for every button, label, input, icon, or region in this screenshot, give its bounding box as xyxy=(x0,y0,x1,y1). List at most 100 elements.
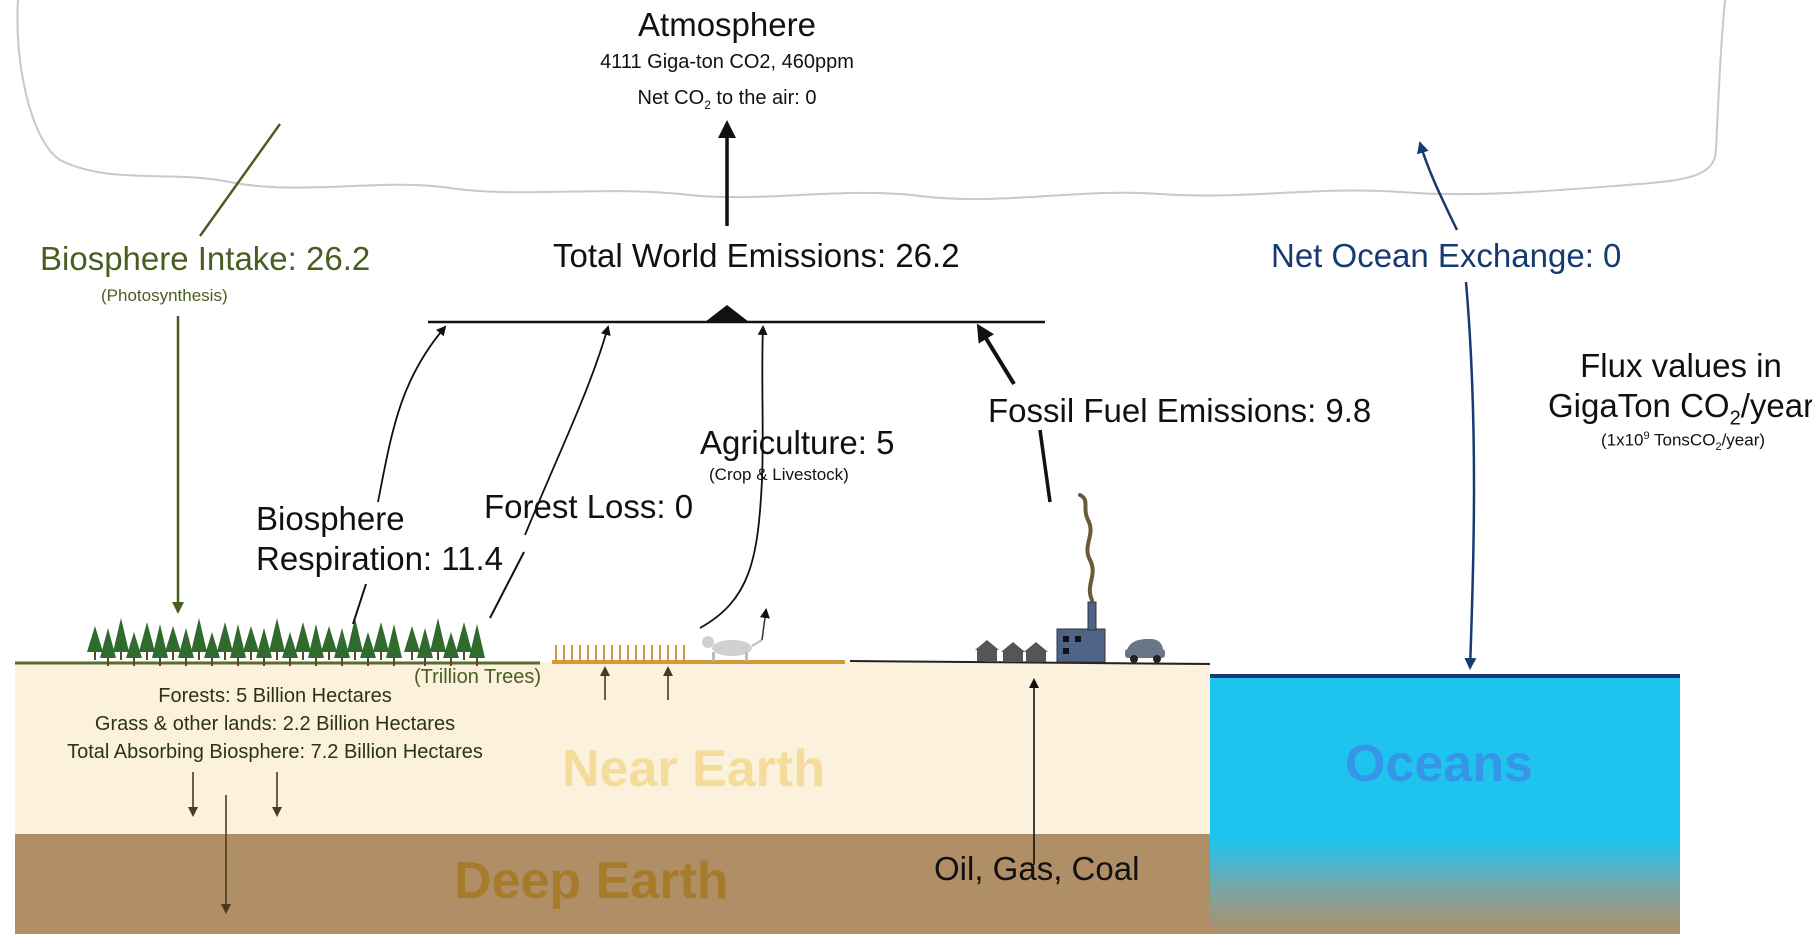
ocean-exchange-arrow-down xyxy=(1464,281,1477,670)
tree-trunk xyxy=(263,658,265,666)
net-ocean-exchange-label: Net Ocean Exchange: 0 xyxy=(1271,237,1622,274)
tree-trunk xyxy=(424,658,426,666)
tree xyxy=(178,628,194,658)
tree-trunk xyxy=(463,652,465,660)
tree-trunk xyxy=(450,658,452,666)
biosphere-intake-label: Biosphere Intake: 26.2 xyxy=(40,240,371,277)
near-earth-label: Near Earth xyxy=(562,740,825,798)
tree-trunk xyxy=(315,658,317,666)
tree xyxy=(443,632,459,658)
tree-trunk xyxy=(367,658,369,666)
tree-trunk xyxy=(133,658,135,666)
agriculture-label: Agriculture: 5 xyxy=(700,424,895,461)
tree xyxy=(204,632,220,658)
tree xyxy=(360,632,376,658)
tree xyxy=(126,632,142,658)
tree xyxy=(256,628,272,658)
tree-trunk xyxy=(354,652,356,660)
tree xyxy=(269,618,285,652)
total-absorbing-biosphere: Total Absorbing Biosphere: 7.2 Billion H… xyxy=(67,741,483,763)
tree xyxy=(386,624,402,658)
respiration-label-line1: Biosphere xyxy=(256,500,405,537)
tree xyxy=(113,618,129,652)
total-world-emissions: Total World Emissions: 26.2 xyxy=(553,237,960,274)
tree-trunk xyxy=(224,652,226,660)
tree-trunk xyxy=(211,658,213,666)
forest-loss-label: Forest Loss: 0 xyxy=(484,488,694,525)
deep-earth-layer xyxy=(15,834,1210,934)
tree xyxy=(152,624,168,658)
tree-trunk xyxy=(250,652,252,660)
agriculture-note: (Crop & Livestock) xyxy=(709,465,849,484)
tree-trunk xyxy=(172,652,174,660)
forest-loss-arrow xyxy=(524,325,611,536)
tree xyxy=(347,618,363,652)
deep-earth-label: Deep Earth xyxy=(454,852,729,910)
tree xyxy=(243,626,259,652)
tree-trunk xyxy=(341,658,343,666)
tree xyxy=(417,628,433,658)
grass-hectares: Grass & other lands: 2.2 Billion Hectare… xyxy=(94,713,456,735)
tree-trunk xyxy=(146,652,148,660)
agriculture-arrow xyxy=(699,325,768,629)
tree-trunk xyxy=(393,658,395,666)
tree xyxy=(230,624,246,658)
tree-trunk xyxy=(289,658,291,666)
tree-trunk xyxy=(328,652,330,660)
respiration-arrow xyxy=(377,325,447,503)
tree-trunk xyxy=(380,652,382,660)
flux-units-line1: Flux values in xyxy=(1580,347,1782,384)
flux-units-line2: GigaTon CO2/year xyxy=(1548,387,1812,430)
crop-field xyxy=(555,645,685,660)
tree xyxy=(191,618,207,652)
factory-icon xyxy=(1056,493,1106,663)
forests-hectares: Forests: 5 Billion Hectares xyxy=(158,685,392,707)
near-earth-layer xyxy=(15,662,1210,834)
fossil-fuel-arrow xyxy=(976,323,1016,386)
tree xyxy=(282,632,298,658)
ocean-exchange-arrow-up xyxy=(1417,141,1459,231)
tree xyxy=(165,626,181,652)
tree-trunk xyxy=(476,658,478,666)
net-co2-to-air: Net CO2 to the air: 0 xyxy=(637,87,817,112)
houses-icon xyxy=(975,640,1048,662)
tree-trunk xyxy=(237,658,239,666)
ocean-surface-water xyxy=(1210,676,1680,842)
forest-trees xyxy=(87,618,485,666)
tree-trunk xyxy=(159,658,161,666)
tree xyxy=(308,624,324,658)
tree-trunk xyxy=(198,652,200,660)
oil-gas-coal-label: Oil, Gas, Coal xyxy=(934,850,1140,887)
tree xyxy=(469,624,485,658)
tree-trunk xyxy=(185,658,187,666)
flux-units-line3: (1x109 TonsCO2/year) xyxy=(1600,430,1766,454)
tree-trunk xyxy=(411,652,413,660)
atmosphere-title: Atmosphere xyxy=(638,6,816,43)
tree xyxy=(430,618,446,652)
atmosphere-amount: 4111 Giga-ton CO2, 460ppm xyxy=(600,51,854,73)
photosynthesis-note: (Photosynthesis) xyxy=(101,286,228,305)
tree xyxy=(321,626,337,652)
oceans-label: Oceans xyxy=(1345,735,1533,793)
tree xyxy=(404,626,420,652)
car-icon xyxy=(1125,639,1165,663)
respiration-label-line2: Respiration: 11.4 xyxy=(256,540,504,577)
tree xyxy=(456,622,472,652)
tree-trunk xyxy=(120,652,122,660)
tree-trunk xyxy=(437,652,439,660)
ocean-deep-water xyxy=(1210,840,1680,934)
tree xyxy=(217,622,233,652)
tree-trunk xyxy=(94,652,96,660)
livestock-icon xyxy=(702,608,770,661)
tree xyxy=(373,622,389,652)
trillion-trees-label: (Trillion Trees) xyxy=(414,666,542,688)
fossil-fuel-emissions-label: Fossil Fuel Emissions: 9.8 xyxy=(988,392,1372,429)
tree xyxy=(139,622,155,652)
atmosphere-cloud-boundary xyxy=(16,0,1726,201)
tree xyxy=(334,628,350,658)
tree xyxy=(295,622,311,652)
tree-trunk xyxy=(276,652,278,660)
tree-trunk xyxy=(107,658,109,666)
